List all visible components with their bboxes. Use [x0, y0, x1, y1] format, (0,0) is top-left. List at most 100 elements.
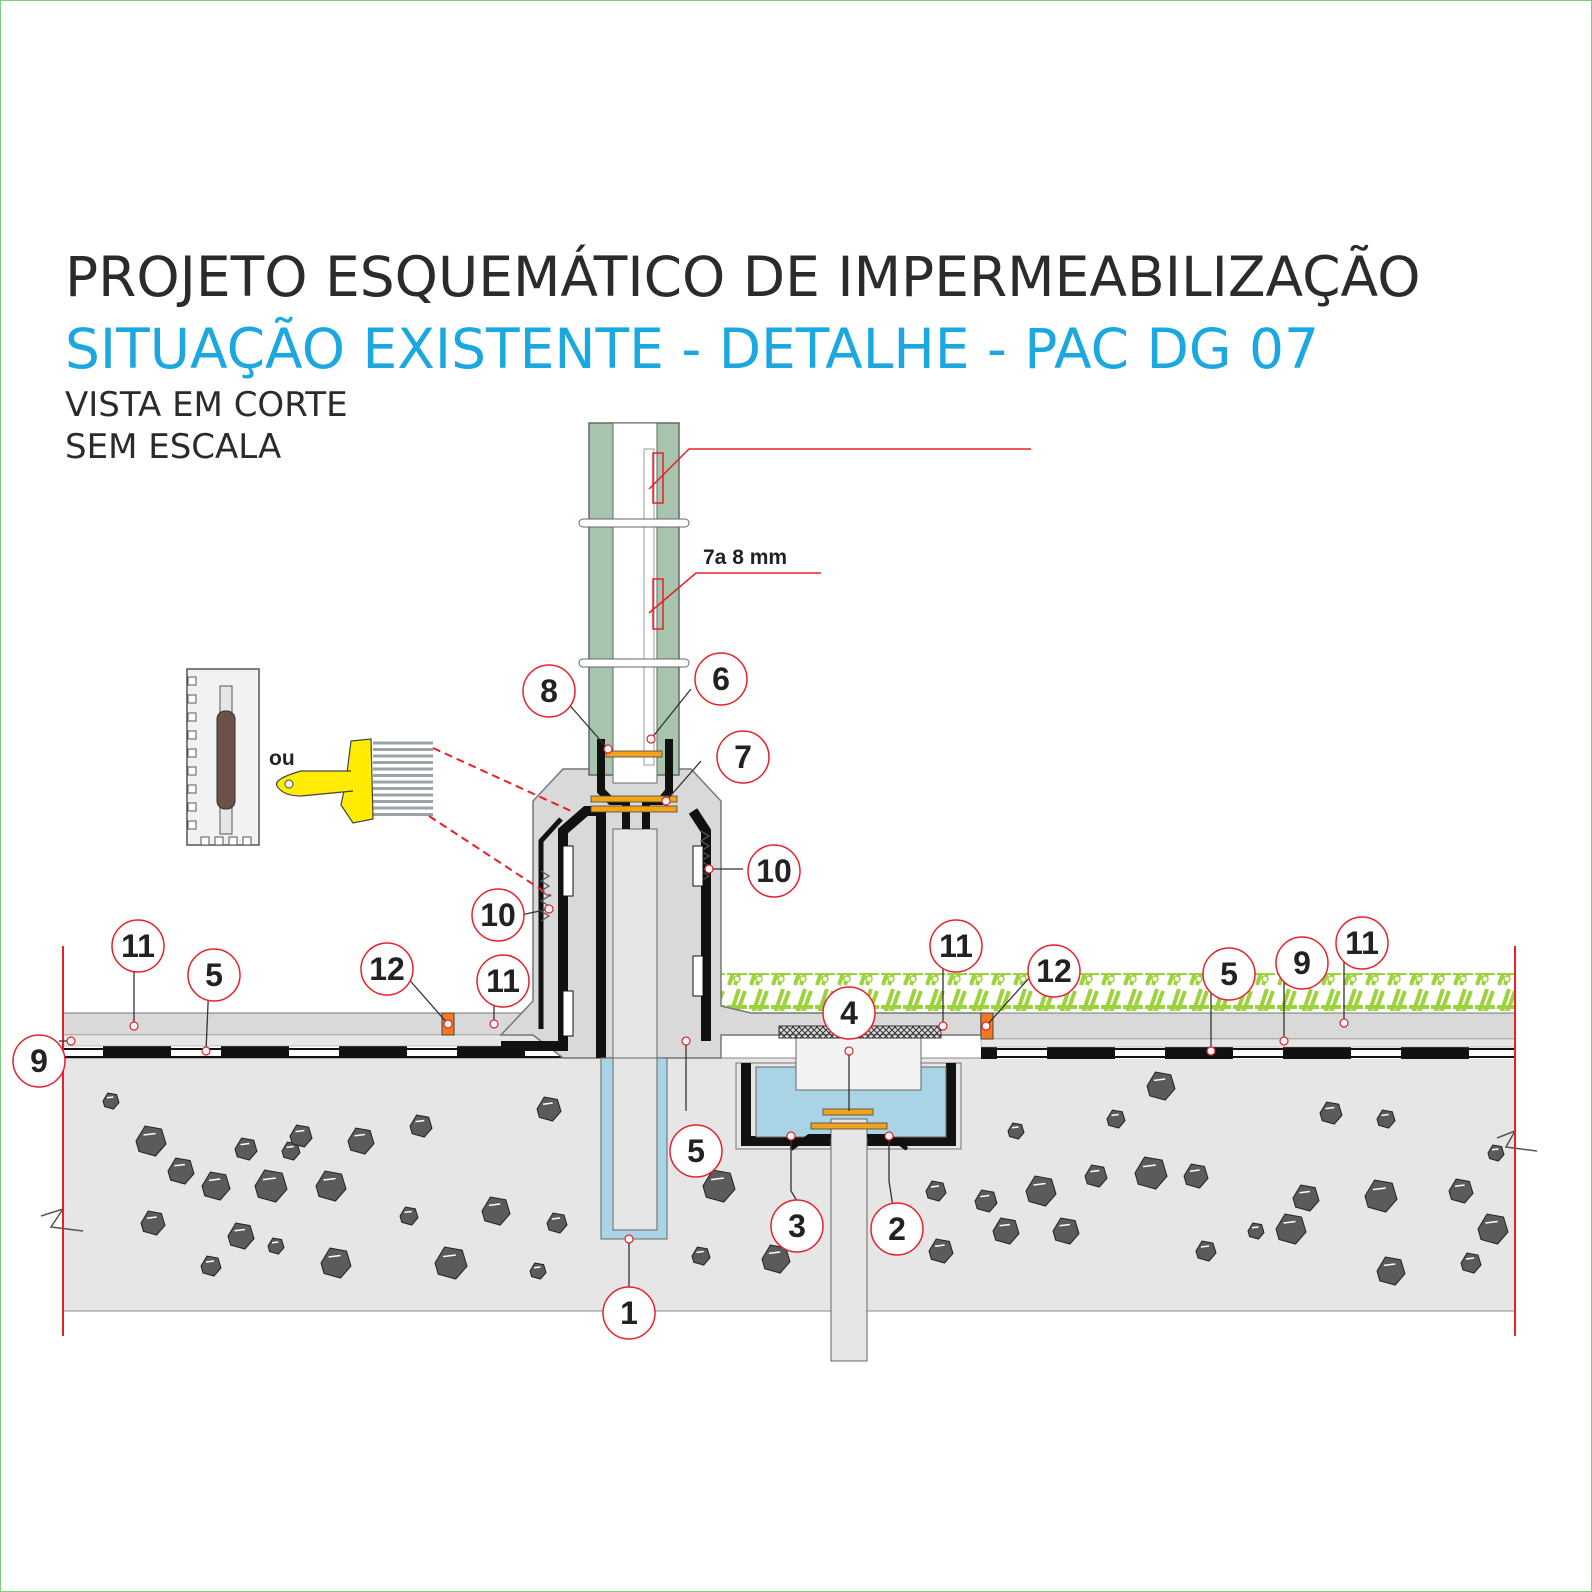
stone: [135, 1125, 167, 1157]
stone: [201, 1171, 231, 1201]
stone: [1183, 1163, 1209, 1189]
stone: [992, 1217, 1020, 1245]
or-label: ou: [269, 747, 295, 770]
stone: [434, 1246, 468, 1280]
callout-c1: 1: [602, 1286, 656, 1340]
callout-c4: 4: [822, 986, 876, 1040]
callout-c11a: 11: [111, 919, 165, 973]
callout-label: 5: [687, 1133, 705, 1169]
callout-c5c: 5: [1202, 947, 1256, 1001]
callout-label: 6: [712, 661, 730, 697]
callout-label: 11: [939, 928, 973, 964]
stone: [974, 1189, 998, 1213]
stone: [1106, 1109, 1126, 1129]
leader-lines: [59, 688, 1349, 1291]
stone: [315, 1170, 347, 1202]
stone: [536, 1096, 562, 1122]
stone: [1134, 1156, 1168, 1190]
stone: [481, 1196, 511, 1226]
callout-label: 4: [840, 995, 858, 1031]
floor-drain: [735, 1025, 962, 1362]
callout-label: 5: [1220, 956, 1238, 992]
stone: [1292, 1184, 1320, 1212]
callout-c12b: 12: [1027, 944, 1081, 998]
callout-c7: 7: [716, 730, 770, 784]
callout-c2: 2: [870, 1202, 924, 1256]
stone: [1448, 1178, 1474, 1204]
stone: [289, 1124, 313, 1148]
pipe-collar: [499, 768, 982, 1059]
callout-label: 10: [480, 897, 516, 933]
stone: [1319, 1101, 1343, 1125]
page-title: PROJETO ESQUEMÁTICO DE IMPERMEABILIZAÇÃO: [65, 245, 1421, 309]
scale-label: SEM ESCALA: [65, 427, 282, 467]
callout-c9b: 9: [1275, 936, 1329, 990]
section-limits: [62, 946, 1516, 1336]
callout-label: 8: [540, 673, 558, 709]
aggregate-stones: [102, 1071, 1509, 1286]
dimension-annotation: 7a 8 mm: [648, 448, 1031, 614]
stone: [1364, 1179, 1398, 1213]
callout-label: 7: [734, 739, 752, 775]
stone: [1275, 1213, 1307, 1245]
callout-c11c: 11: [929, 919, 983, 973]
callout-c5a: 5: [187, 948, 241, 1002]
callout-label: 11: [121, 928, 155, 964]
stone: [1007, 1122, 1025, 1140]
callout-label: 1: [620, 1295, 638, 1331]
callout-label: 2: [888, 1211, 906, 1247]
stone: [399, 1206, 419, 1226]
stone: [1477, 1213, 1509, 1245]
stone: [320, 1247, 352, 1279]
callout-label: 12: [369, 951, 405, 987]
stone: [546, 1212, 568, 1234]
stone: [1195, 1240, 1217, 1262]
page-subtitle: SITUAÇÃO EXISTENTE - DETALHE - PAC DG 07: [65, 317, 1319, 381]
stone: [167, 1157, 195, 1185]
vertical-pipe: [578, 422, 690, 1240]
stone: [409, 1114, 433, 1138]
callout-label: 5: [205, 957, 223, 993]
stone: [529, 1262, 547, 1280]
callout-c8: 8: [522, 664, 576, 718]
stone: [227, 1222, 255, 1250]
stone: [281, 1141, 301, 1161]
stone: [254, 1169, 288, 1203]
callout-label: 11: [486, 963, 520, 999]
stone: [1460, 1252, 1482, 1274]
callout-label: 9: [30, 1043, 48, 1079]
view-label: VISTA EM CORTE: [65, 385, 348, 425]
stone: [928, 1238, 954, 1264]
brush-guide-lines: [428, 747, 572, 897]
stone: [200, 1255, 222, 1277]
callout-c11d: 11: [1335, 916, 1389, 970]
callout-label: 12: [1036, 953, 1072, 989]
stone: [267, 1237, 285, 1255]
gap-label: 7a 8 mm: [703, 546, 787, 569]
callout-label: 10: [756, 853, 792, 889]
callout-c5b: 5: [669, 1124, 723, 1178]
brush-icon: [275, 738, 433, 824]
stone: [1084, 1164, 1108, 1188]
callout-c12a: 12: [360, 942, 414, 996]
callout-c10b: 10: [747, 844, 801, 898]
stone: [1376, 1109, 1396, 1129]
stone: [761, 1244, 791, 1274]
trowel-icon: [186, 668, 260, 846]
stone: [1146, 1071, 1176, 1101]
left-protection-layer: [62, 1012, 564, 1058]
stone: [1247, 1222, 1265, 1240]
stone: [140, 1210, 166, 1236]
callout-c6: 6: [694, 652, 748, 706]
stone: [347, 1127, 375, 1155]
stone: [1376, 1256, 1406, 1286]
callout-c10a: 10: [471, 888, 525, 942]
callout-label: 11: [1345, 925, 1379, 961]
stone: [1052, 1217, 1080, 1245]
stone: [1025, 1175, 1057, 1207]
stone: [691, 1246, 711, 1266]
callout-label: 3: [788, 1208, 806, 1244]
